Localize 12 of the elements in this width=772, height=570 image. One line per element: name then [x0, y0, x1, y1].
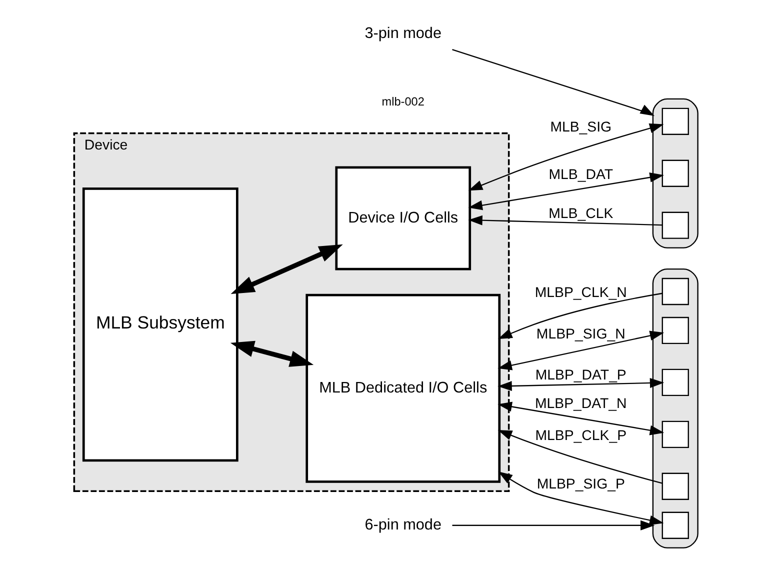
- edge-label: MLBP_DAT_P: [535, 368, 626, 384]
- edge-label: MLBP_DAT_N: [535, 396, 627, 412]
- edge-label: MLBP_SIG_P: [536, 476, 625, 492]
- edge-label: MLB_DAT: [548, 166, 614, 183]
- edge-label: MLB_SIG: [550, 120, 612, 136]
- edge-label: MLBP_SIG_N: [536, 326, 626, 342]
- node-text: 6-pin mode: [364, 516, 442, 534]
- edge-label: MLB_CLK: [548, 206, 614, 222]
- edge-label: MLBP_CLK_P: [535, 428, 627, 444]
- node-text: 3-pin mode: [364, 25, 442, 42]
- edge-label: MLBP_CLK_N: [534, 284, 627, 301]
- label: mlb-002: [382, 94, 424, 108]
